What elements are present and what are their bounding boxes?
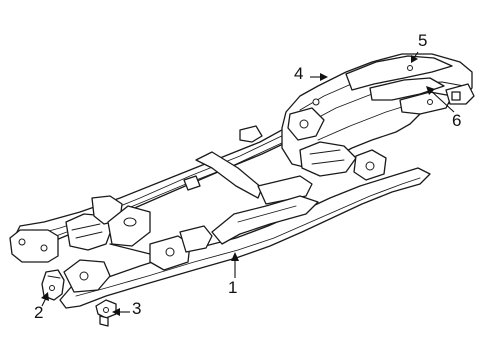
bracket-part-3 [95,299,117,327]
rear-frame-section [281,53,475,181]
callout-2: 2 [34,303,43,322]
leader-1 [231,252,239,278]
leader-5 [411,51,419,63]
callout-4: 4 [294,64,303,83]
callout-3: 3 [132,299,141,318]
callout-6: 6 [452,111,461,130]
middle-crossmembers [183,125,319,245]
leader-3 [112,308,130,316]
front-crossmember [9,195,213,293]
leader-6 [426,86,455,113]
callout-1: 1 [228,278,237,297]
leader-4 [310,73,328,81]
callout-5: 5 [418,31,427,50]
leader-2 [41,292,49,307]
